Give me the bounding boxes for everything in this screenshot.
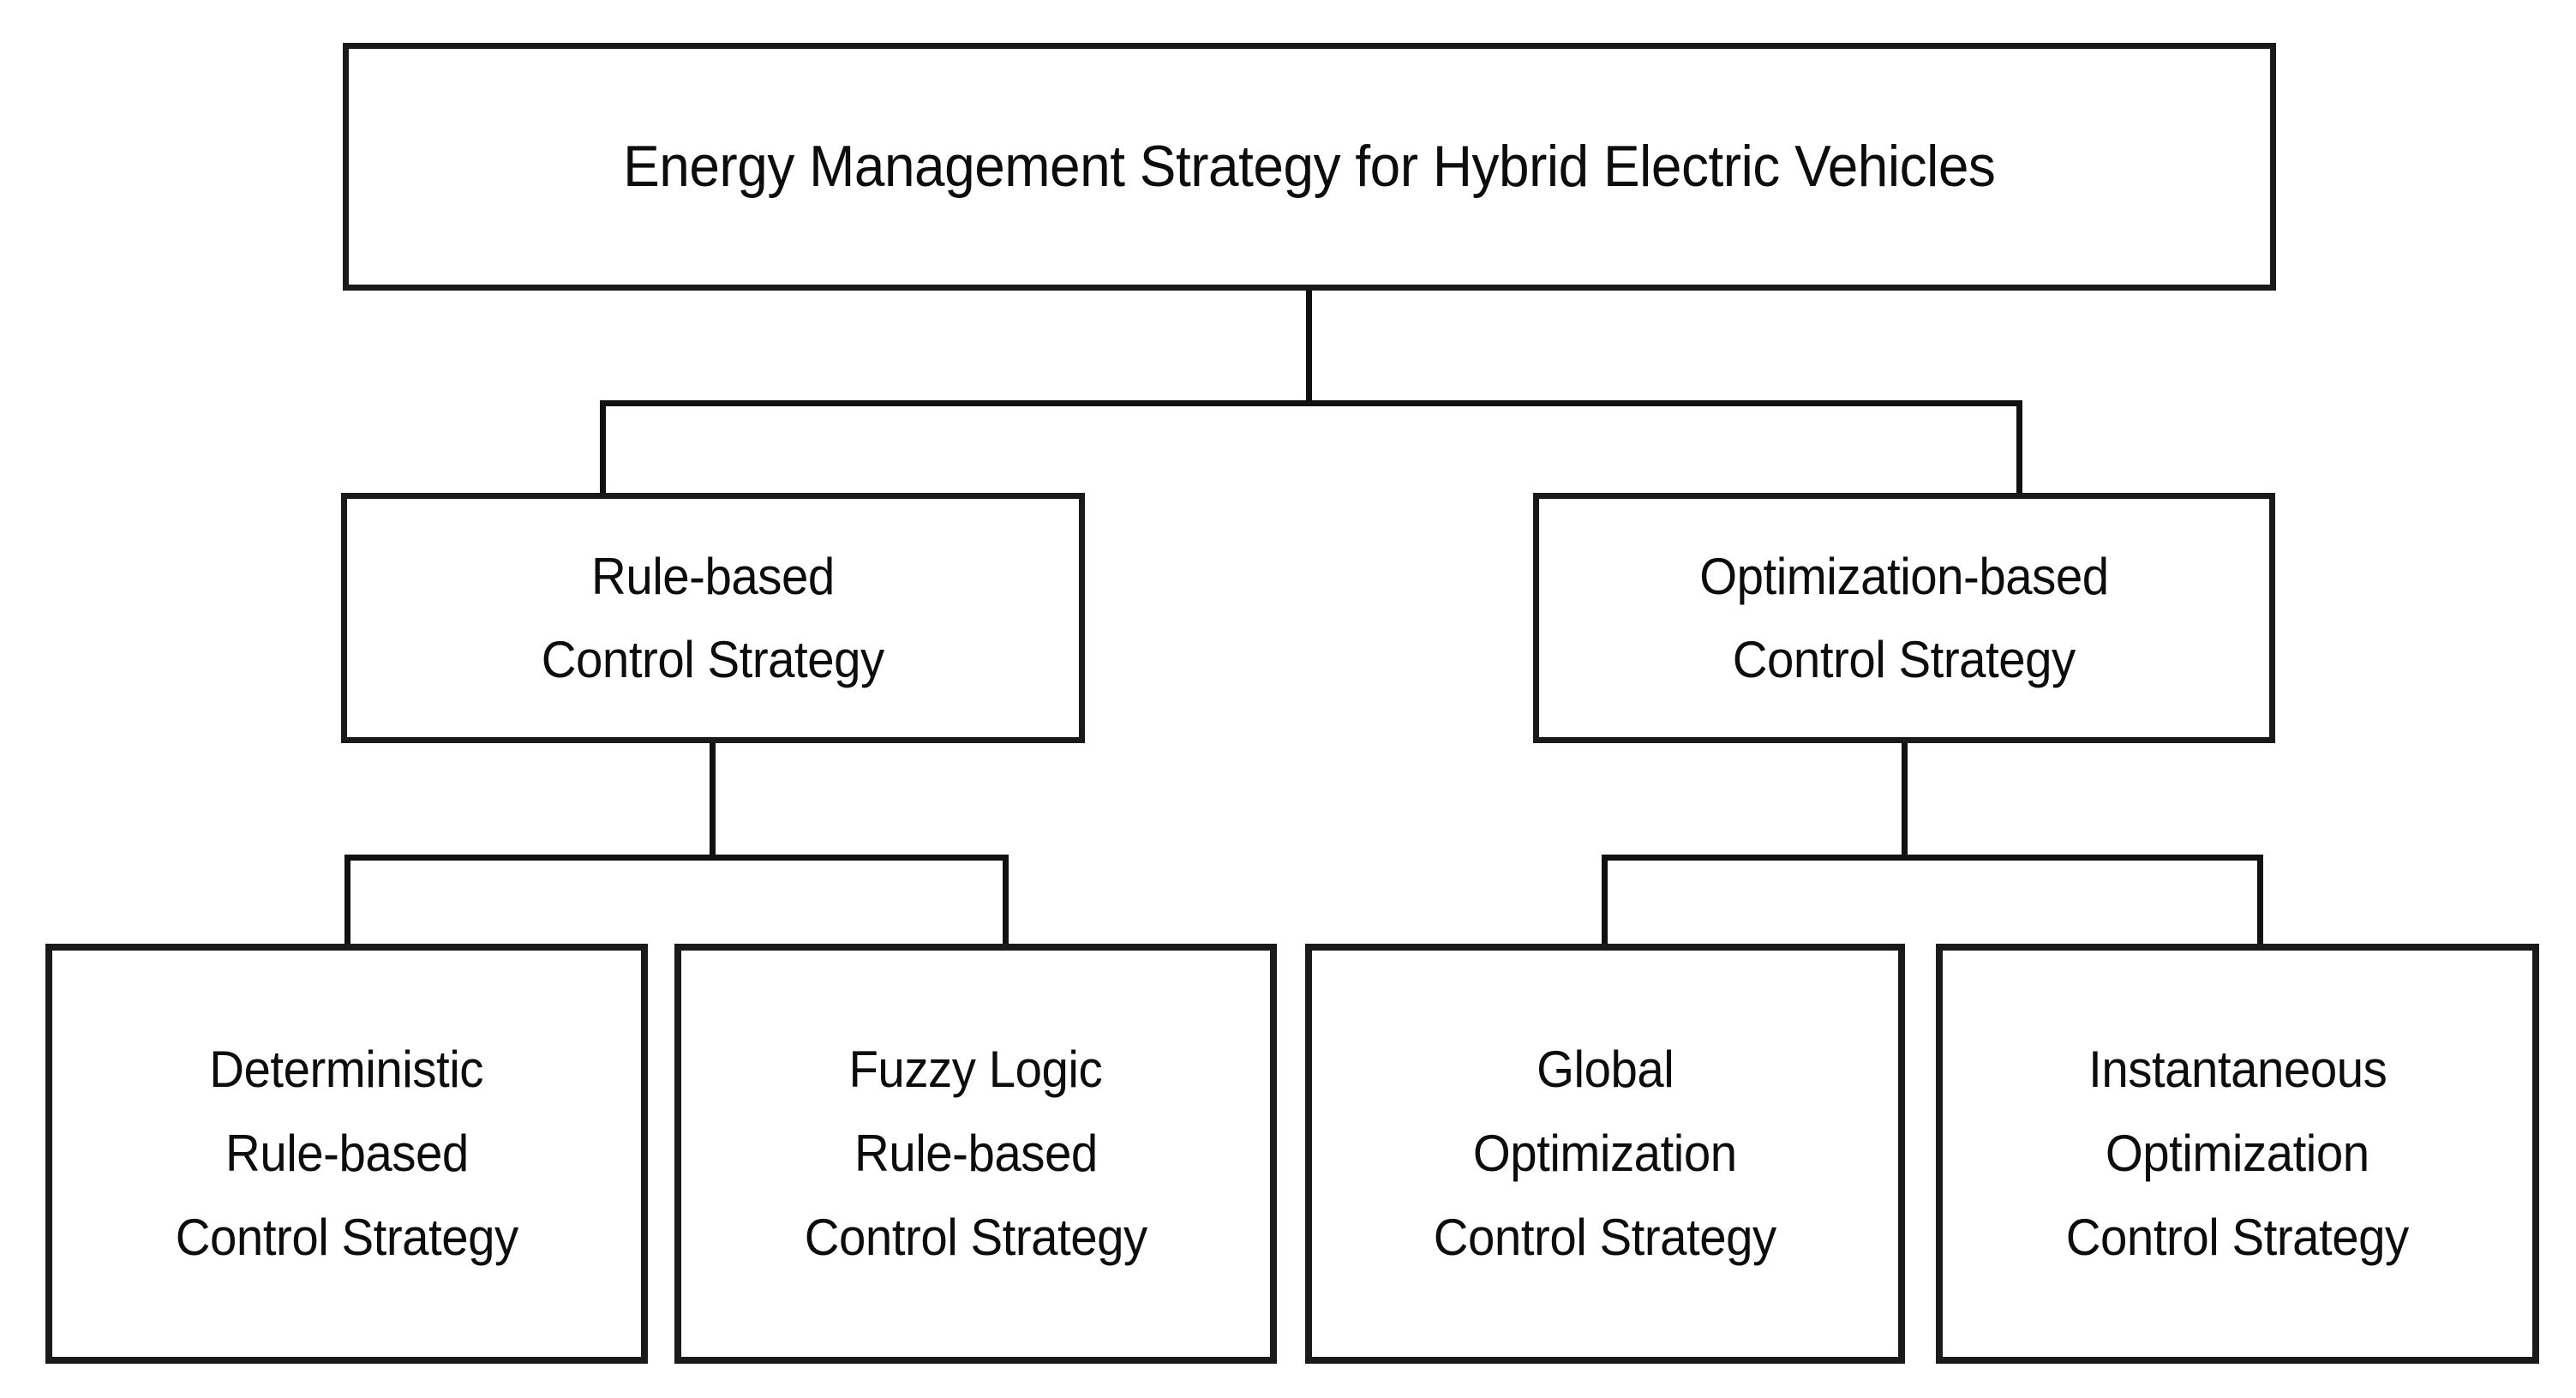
node-optimization-based-control-strategy[interactable]: Optimization-based Control Strategy xyxy=(1533,493,2275,743)
node-instantaneous-line-2: Optimization xyxy=(2106,1125,2369,1183)
connector-rule-based-to-fuzzy-logic xyxy=(1003,855,1009,947)
node-fuzzy-logic-rule-based-control-strategy[interactable]: Fuzzy Logic Rule-based Control Strategy xyxy=(674,944,1277,1364)
connector-rule-based-stem xyxy=(710,741,716,857)
node-instantaneous-optimization-control-strategy[interactable]: Instantaneous Optimization Control Strat… xyxy=(1936,944,2539,1364)
node-instantaneous-line-1: Instantaneous xyxy=(2088,1041,2387,1099)
node-fuzzy-logic-line-3: Control Strategy xyxy=(804,1208,1147,1266)
connector-rule-based-bus xyxy=(344,855,1009,861)
node-deterministic-rule-based-control-strategy[interactable]: Deterministic Rule-based Control Strateg… xyxy=(45,944,648,1364)
node-rule-based-control-strategy[interactable]: Rule-based Control Strategy xyxy=(341,493,1085,743)
node-root-energy-management-strategy[interactable]: Energy Management Strategy for Hybrid El… xyxy=(343,43,2276,291)
connector-optimization-based-bus xyxy=(1602,855,2263,861)
node-rule-based-line-1: Rule-based xyxy=(591,547,835,605)
node-optimization-based-line-1: Optimization-based xyxy=(1699,547,2109,605)
connector-optimization-based-to-global xyxy=(1602,855,1608,947)
node-fuzzy-logic-line-2: Rule-based xyxy=(854,1125,1098,1183)
connector-optimization-based-to-instantaneous xyxy=(2257,855,2263,947)
node-optimization-based-line-2: Control Strategy xyxy=(1732,631,2076,688)
connector-root-stem xyxy=(1306,290,1312,406)
node-global-line-2: Optimization xyxy=(1473,1125,1737,1183)
node-global-line-1: Global xyxy=(1536,1041,1674,1099)
node-deterministic-line-1: Deterministic xyxy=(209,1041,484,1099)
connector-root-to-rule-based xyxy=(600,400,606,496)
connector-optimization-based-stem xyxy=(1902,741,1908,857)
node-global-line-3: Control Strategy xyxy=(1433,1208,1776,1266)
node-deterministic-line-2: Rule-based xyxy=(225,1125,469,1183)
node-rule-based-line-2: Control Strategy xyxy=(541,631,884,688)
connector-rule-based-to-deterministic xyxy=(344,855,350,947)
node-instantaneous-line-3: Control Strategy xyxy=(2065,1208,2409,1266)
node-deterministic-line-3: Control Strategy xyxy=(175,1208,518,1266)
node-root-line-1: Energy Management Strategy for Hybrid El… xyxy=(623,134,1996,200)
connector-root-to-optimization-based xyxy=(2016,400,2022,496)
node-fuzzy-logic-line-1: Fuzzy Logic xyxy=(848,1041,1103,1099)
node-global-optimization-control-strategy[interactable]: Global Optimization Control Strategy xyxy=(1305,944,1905,1364)
connector-root-bus xyxy=(600,400,2022,406)
